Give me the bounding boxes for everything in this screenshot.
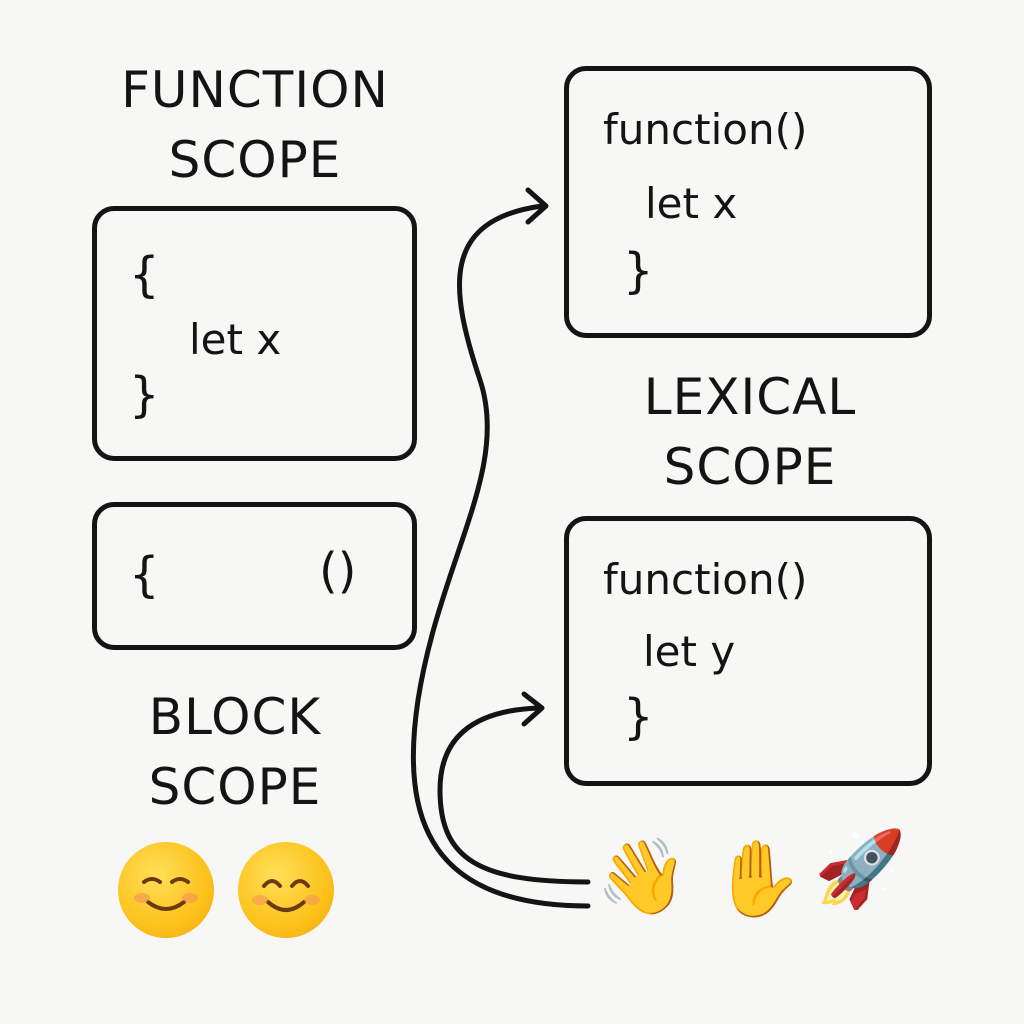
lexical-scope-line-1: LEXICAL <box>643 368 857 426</box>
block-scope-heading: BLOCK SCOPE <box>100 682 370 822</box>
smiling-face-icon <box>118 842 214 938</box>
function-scope-line-1: FUNCTION <box>121 61 389 119</box>
arrowhead-top <box>525 187 549 225</box>
function-top-close-brace: } <box>623 243 654 299</box>
arrowhead-bottom <box>521 691 545 727</box>
arrow-to-top-function <box>410 203 591 909</box>
block-open-brace: { <box>129 247 160 303</box>
function-bottom-statement: let y <box>643 627 736 676</box>
function-scope-heading: FUNCTION SCOPE <box>90 55 420 195</box>
braces-open-brace: { <box>129 547 160 603</box>
block-box: { let x } <box>92 206 417 461</box>
function-bottom-close-brace: } <box>623 689 654 745</box>
lexical-scope-line-2: SCOPE <box>663 438 837 496</box>
arrow-to-bottom-function <box>437 705 591 885</box>
lexical-scope-heading: LEXICAL SCOPE <box>590 362 910 502</box>
function-box-top: function() let x } <box>564 66 932 338</box>
block-scope-line-1: BLOCK <box>148 688 322 746</box>
raised-hand-icon: ✋ <box>712 836 805 922</box>
block-scope-line-2: SCOPE <box>148 758 322 816</box>
function-top-statement: let x <box>645 179 738 228</box>
function-box-bottom: function() let y } <box>564 516 932 786</box>
function-top-signature: function() <box>603 105 808 154</box>
function-bottom-signature: function() <box>603 555 808 604</box>
rocket-icon: 🚀 <box>814 826 907 912</box>
waving-hand-icon: 👋 <box>596 834 689 920</box>
block-statement: let x <box>189 315 282 364</box>
block-close-brace: } <box>129 367 160 423</box>
braces-box: { () <box>92 502 417 650</box>
smiling-face-eyes-icon <box>238 842 334 938</box>
function-scope-line-2: SCOPE <box>168 131 342 189</box>
braces-parens: () <box>319 543 357 599</box>
